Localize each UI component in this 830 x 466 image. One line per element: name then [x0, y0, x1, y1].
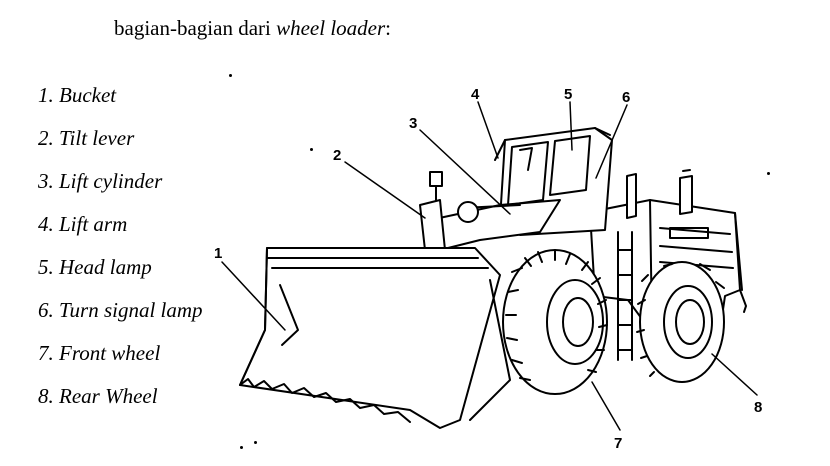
legend-item-turn-signal-lamp: 6. Turn signal lamp: [38, 298, 203, 322]
legend-item-head-lamp: 5. Head lamp: [38, 255, 152, 279]
callout-7: 7: [614, 435, 622, 452]
wheel-loader-illustration: 1 2 3 4 5 6 7 8: [205, 70, 765, 460]
intro-caption: bagian-bagian dari wheel loader:: [114, 16, 391, 41]
intro-text: bagian-bagian dari: [114, 16, 277, 40]
callout-2: 2: [333, 147, 341, 164]
callout-1: 1: [214, 245, 222, 262]
callout-5: 5: [564, 86, 572, 103]
callout-4: 4: [471, 86, 480, 103]
front-wheel: [502, 249, 608, 395]
legend-item-front-wheel: 7. Front wheel: [38, 341, 161, 365]
legend-item-tilt-lever: 2. Tilt lever: [38, 126, 135, 150]
legend-item-bucket: 1. Bucket: [38, 83, 117, 107]
intro-text-italic: wheel loader: [276, 16, 386, 40]
callout-8: 8: [754, 399, 762, 416]
speck: [240, 446, 243, 449]
speck: [229, 74, 232, 77]
ladder: [617, 231, 633, 361]
speck: [254, 441, 257, 444]
speck: [310, 148, 313, 151]
lift-arm: [419, 171, 561, 251]
legend-item-lift-cylinder: 3. Lift cylinder: [38, 169, 163, 193]
legend-item-lift-arm: 4. Lift arm: [38, 212, 128, 236]
callout-leaders: [221, 101, 758, 431]
speck: [767, 172, 770, 175]
callout-6: 6: [622, 89, 630, 106]
intro-text-tail: :: [385, 16, 391, 40]
legend-item-rear-wheel: 8. Rear Wheel: [38, 384, 158, 408]
bucket: [239, 247, 511, 429]
rear-wheel: [636, 261, 725, 383]
parts-legend: 1. Bucket 2. Tilt lever 3. Lift cylinder…: [38, 80, 203, 424]
callout-numbers: 1 2 3 4 5 6 7 8: [214, 86, 762, 452]
callout-3: 3: [409, 115, 417, 132]
